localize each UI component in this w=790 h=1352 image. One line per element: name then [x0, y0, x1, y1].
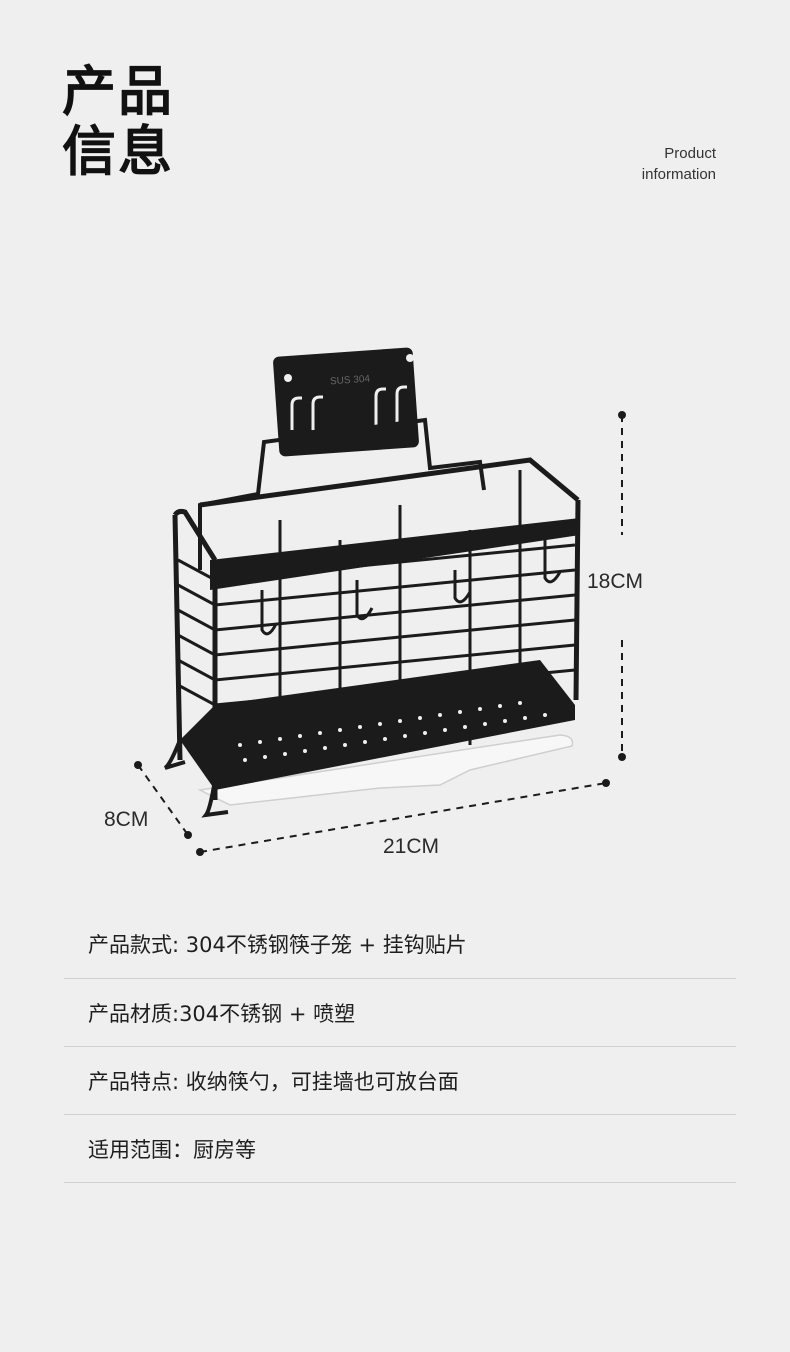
width-dimension-line — [199, 782, 607, 853]
spec-row-style: 产品款式: 304不锈钢筷子笼 + 挂钩贴片 — [64, 910, 736, 979]
top-rail — [210, 518, 580, 590]
product-figure: SUS 304 — [0, 330, 790, 870]
height-label: 18CM — [587, 570, 644, 593]
subtitle-line-1: Product — [664, 145, 716, 162]
title-line-1: 产品 — [62, 60, 174, 123]
cutlery-rack-illustration: SUS 304 — [134, 347, 626, 856]
page-title: 产品 信息 — [62, 62, 174, 182]
width-label: 21CM — [383, 835, 440, 858]
depth-label: 8CM — [104, 808, 149, 831]
wall-plate — [273, 347, 419, 457]
spec-row-features: 产品特点: 收纳筷勺，可挂墙也可放台面 — [64, 1047, 736, 1115]
spec-row-usage: 适用范围：厨房等 — [64, 1115, 736, 1183]
depth-dimension-line — [137, 764, 189, 836]
drip-tray — [197, 734, 574, 806]
spec-list: 产品款式: 304不锈钢筷子笼 + 挂钩贴片 产品材质:304不锈钢 + 喷塑 … — [64, 910, 736, 1183]
perforated-tray — [180, 660, 575, 790]
subtitle-line-2: information — [641, 166, 716, 183]
spec-row-material: 产品材质:304不锈钢 + 喷塑 — [64, 979, 736, 1047]
page-subtitle: Product information — [642, 143, 716, 185]
title-line-2: 信息 — [62, 120, 174, 183]
plate-label: SUS 304 — [330, 374, 371, 388]
